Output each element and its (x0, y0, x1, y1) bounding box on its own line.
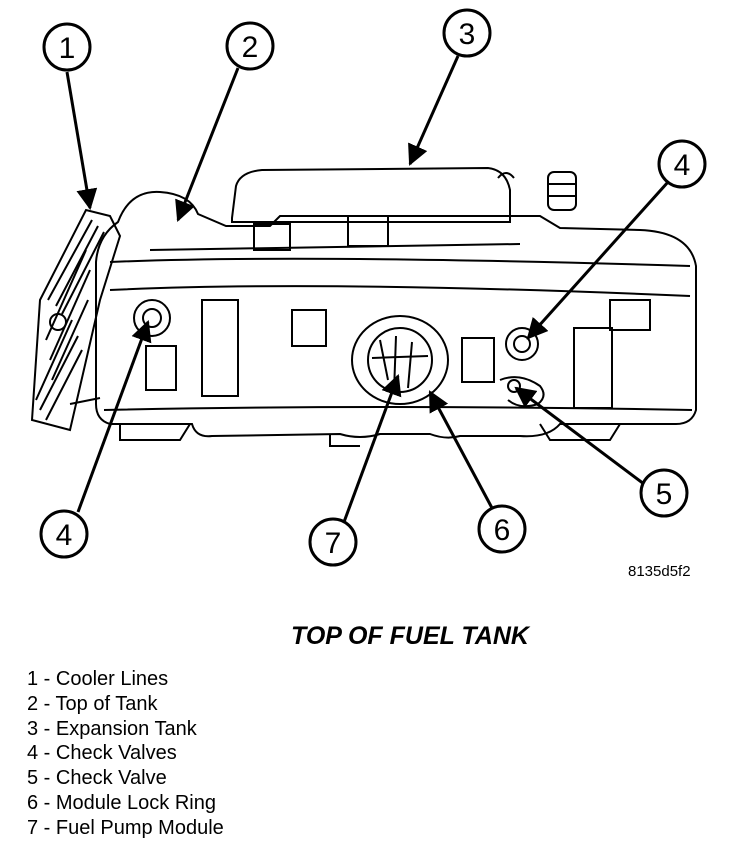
callout-3: 3 (442, 8, 492, 58)
legend-item: 2 - Top of Tank (27, 692, 158, 715)
legend-item: 4 - Check Valves (27, 742, 177, 765)
figure-title: TOP OF FUEL TANK (291, 622, 529, 650)
leader-line-4-right (526, 180, 670, 340)
callout-5-label: 5 (656, 478, 673, 511)
leader-line-5 (514, 386, 645, 486)
tank-body (95, 190, 697, 439)
callout-2-label: 2 (242, 31, 259, 64)
fuel-pump-module (367, 327, 433, 393)
callout-1: 1 (42, 22, 92, 72)
figure-id: 8135d5f2 (628, 563, 691, 580)
callout-6-label: 6 (494, 514, 511, 547)
callout-6: 6 (477, 504, 527, 554)
left-check-valve (133, 299, 171, 337)
module-lock-ring (351, 315, 449, 405)
leader-line-6 (428, 390, 494, 509)
legend-item: 5 - Check Valve (27, 767, 167, 790)
callout-7-label: 7 (325, 527, 342, 560)
right-check-valve (505, 327, 539, 361)
callout-4-right: 4 (657, 139, 707, 189)
expansion-tank (231, 166, 511, 223)
callout-7: 7 (308, 517, 358, 567)
leader-line-1 (65, 71, 98, 211)
legend-item: 6 - Module Lock Ring (27, 791, 216, 814)
legend: 1 - Cooler Lines 2 - Top of Tank 3 - Exp… (27, 667, 224, 841)
cooler-lines-group (30, 208, 122, 432)
fuel-tank-diagram: 1 2 3 4 5 4 6 7 (30, 8, 707, 567)
callout-4-left-label: 4 (56, 519, 73, 552)
leader-line-4-left (76, 320, 152, 513)
leader-line-2 (175, 67, 240, 222)
callout-3-label: 3 (459, 18, 476, 51)
legend-item: 3 - Expansion Tank (27, 717, 197, 740)
callout-2: 2 (225, 21, 275, 71)
fuel-tank-drawing (30, 166, 697, 447)
legend-item: 7 - Fuel Pump Module (27, 816, 224, 839)
leader-line-3 (408, 55, 460, 166)
legend-item: 1 - Cooler Lines (27, 668, 169, 690)
callout-1-label: 1 (59, 32, 76, 65)
callout-5: 5 (639, 468, 689, 518)
vent-check-valve (507, 379, 521, 393)
callouts: 1 2 3 4 5 4 6 7 (39, 8, 707, 567)
callout-4-left: 4 (39, 509, 89, 559)
leader-lines (65, 55, 670, 523)
callout-4-right-label: 4 (674, 149, 691, 182)
leader-line-7 (342, 374, 402, 523)
